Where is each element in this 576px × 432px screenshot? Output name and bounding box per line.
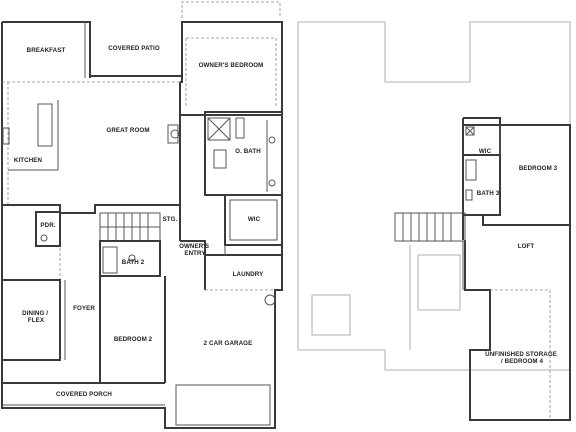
second-floor-plan	[297, 21, 571, 421]
room-label-owners-entry: OWNER'S ENTRY	[179, 243, 211, 257]
room-label-wic: WIC	[248, 216, 261, 223]
room-label-kitchen: KITCHEN	[14, 157, 43, 164]
room-label-breakfast: BREAKFAST	[27, 47, 66, 54]
room-label-foyer: FOYER	[73, 305, 95, 312]
room-label-o-bath: O. BATH	[235, 148, 261, 155]
room-label-laundry: LAUNDRY	[233, 271, 264, 278]
room-label-stg: STG.	[163, 216, 178, 223]
second-floor-stair	[394, 212, 466, 242]
room-label-bedroom-3: BEDROOM 3	[519, 165, 558, 172]
room-label-garage: 2 CAR GARAGE	[204, 340, 253, 347]
room-label-pdr: PDR.	[40, 222, 55, 229]
room-label-covered-patio: COVERED PATIO	[108, 45, 160, 52]
room-label-dining-flex: DINING / FLEX	[22, 310, 50, 324]
room-label-wic-upper: WIC	[479, 148, 492, 155]
room-label-loft: LOFT	[518, 243, 535, 250]
room-label-covered-porch: COVERED PORCH	[56, 391, 112, 398]
room-label-unfinished-storage: UNFINISHED STORAGE / BEDROOM 4	[485, 351, 559, 365]
room-label-great-room: GREAT ROOM	[106, 127, 149, 134]
room-label-bath-2: BATH 2	[122, 259, 145, 266]
room-label-owners-bedroom: OWNER'S BEDROOM	[199, 62, 264, 69]
room-label-bedroom-2: BEDROOM 2	[114, 336, 153, 343]
room-label-bath-3: BATH 3	[477, 190, 500, 197]
first-floor-stair	[99, 212, 161, 242]
first-floor-plan	[1, 1, 283, 429]
